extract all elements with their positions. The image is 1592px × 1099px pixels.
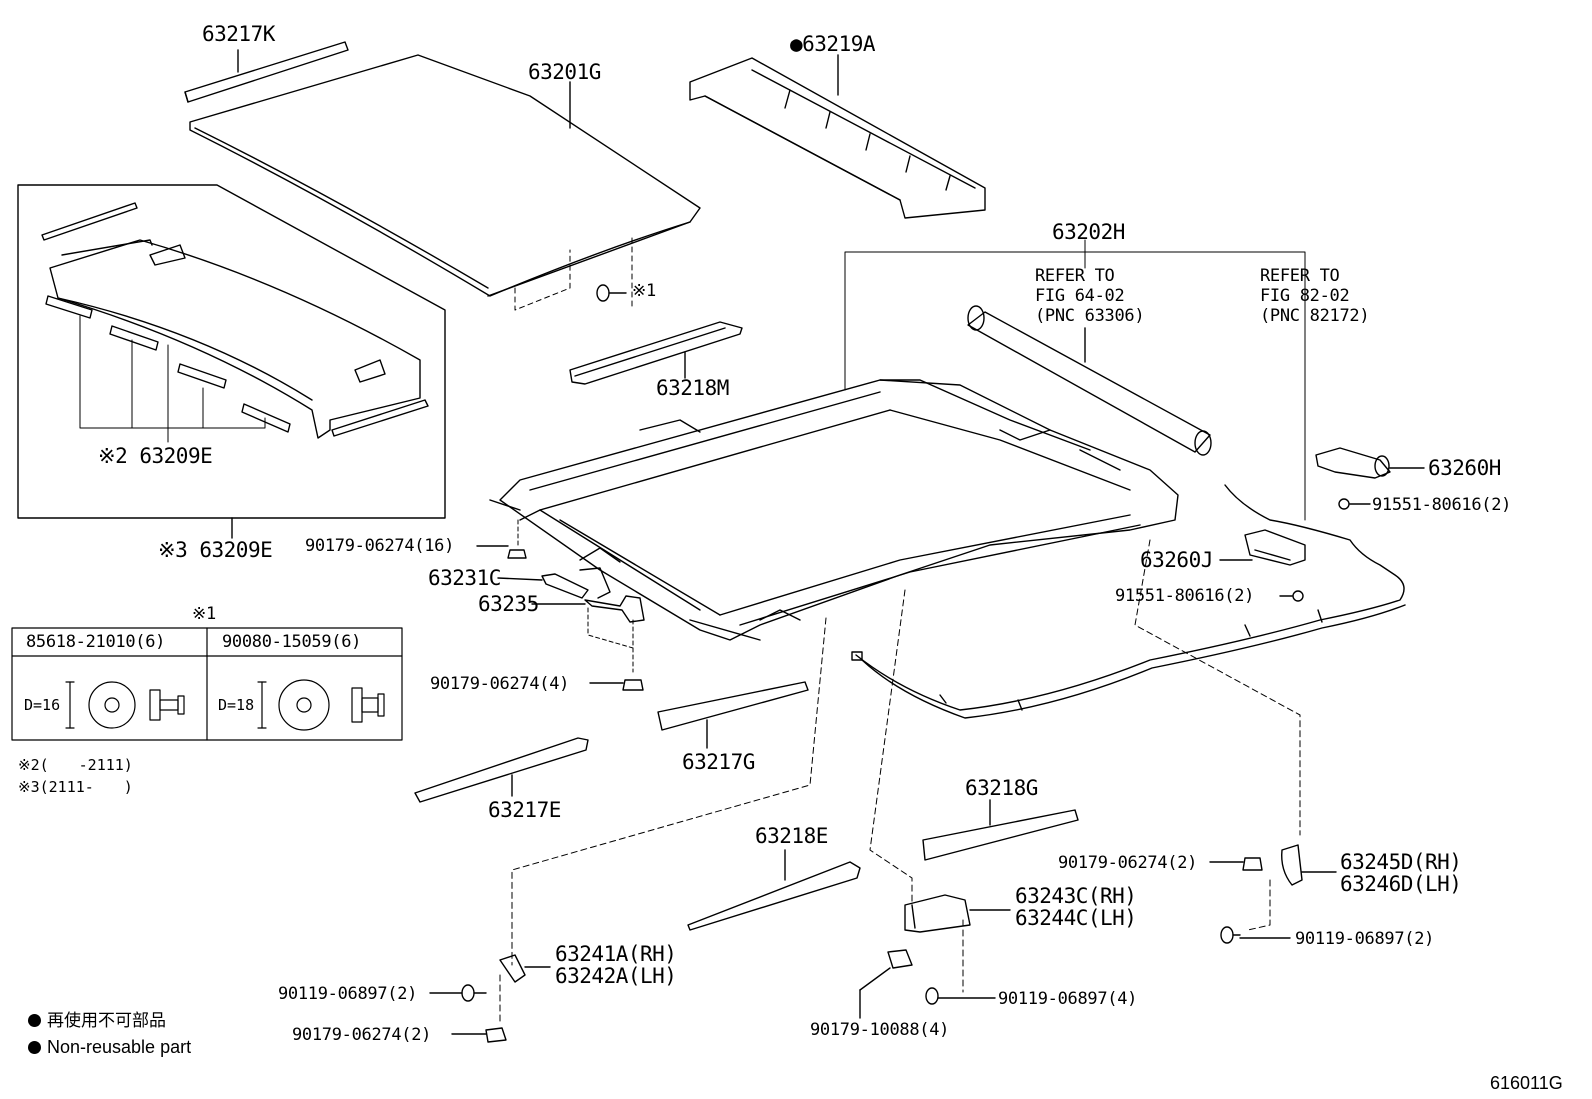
label-63217G: 63217G xyxy=(682,750,755,774)
label-mark1-roof: ※1 xyxy=(632,281,656,301)
nut-90179-06274-2a xyxy=(1209,857,1263,871)
part-63219A-cross-member xyxy=(689,54,986,219)
clip-2-drawing xyxy=(257,679,385,731)
label-90119-06897-2a: 90119-06897(2) xyxy=(1295,929,1435,949)
screw-91551-b xyxy=(1279,590,1304,602)
label-63218E: 63218E xyxy=(755,824,828,848)
label-refer1-line1: REFER TO xyxy=(1035,266,1115,286)
note-2: ※2( -2111) xyxy=(18,756,133,774)
clip-table-col2-header: 90080-15059(6) xyxy=(222,632,362,652)
label-63231C: 63231C xyxy=(428,566,501,590)
label-63243C: 63243C(RH) xyxy=(1015,884,1137,908)
label-refer2-line1: REFER TO xyxy=(1260,266,1340,286)
screw-91551-a xyxy=(1338,498,1371,510)
clip-table-title: ※1 xyxy=(192,604,216,624)
part-63217K-molding xyxy=(184,41,349,103)
label-63218M: 63218M xyxy=(656,376,729,400)
label-refer2-line2: FIG 82-02 xyxy=(1260,286,1350,306)
part-63245D-bracket xyxy=(1281,844,1337,886)
label-63260J: 63260J xyxy=(1140,548,1213,572)
legend-english: Non-reusable part xyxy=(28,1038,191,1056)
inset-leader-lines xyxy=(79,315,266,443)
part-63260J-motor xyxy=(1219,529,1306,566)
wire-harness xyxy=(851,484,1406,719)
nut-90179-10088 xyxy=(859,949,913,1019)
figure-id: 616011G xyxy=(1490,1073,1563,1093)
label-63260H: 63260H xyxy=(1428,456,1501,480)
label-63241A: 63241A(RH) xyxy=(555,942,677,966)
part-63218M-rail xyxy=(569,321,743,385)
clip-1-drawing xyxy=(65,681,185,729)
part-sunshade-roll xyxy=(967,305,1212,456)
label-90119-06897-4: 90119-06897(4) xyxy=(998,989,1138,1009)
part-63217E-molding xyxy=(414,737,589,803)
label-90179-06274-4: 90179-06274(4) xyxy=(430,674,570,694)
part-63218E-molding xyxy=(687,849,861,931)
legend-bullet-icon xyxy=(28,1014,41,1027)
screw-90119-06897-2a xyxy=(1220,926,1291,944)
screw-90119-06897-4 xyxy=(925,987,996,1005)
part-63241A-bracket xyxy=(499,954,551,983)
clip-bolt-icon xyxy=(596,284,627,302)
label-63209E-2: ※2 63209E xyxy=(98,444,213,468)
clip-table-col1-header: 85618-21010(6) xyxy=(26,632,166,652)
label-63202H: 63202H xyxy=(1052,220,1125,244)
legend-japanese: 再使用不可部品 xyxy=(28,1013,166,1030)
clip-table xyxy=(11,627,403,741)
label-refer2-line3: (PNC 82172) xyxy=(1260,306,1370,326)
label-91551-80616-a: 91551-80616(2) xyxy=(1372,495,1512,515)
nut-90179-06274-4 xyxy=(589,679,644,691)
frame-leader-bracket xyxy=(844,239,1306,521)
dashed-leaders xyxy=(499,539,1301,1026)
label-63244C: 63244C(LH) xyxy=(1015,906,1137,930)
part-63260H-motor xyxy=(1315,447,1425,479)
part-63231C-bracket xyxy=(497,567,611,599)
nut-90179-06274-2b xyxy=(451,1027,507,1043)
part-63218G-molding xyxy=(922,799,1079,861)
roof-dashed-leaders xyxy=(514,237,633,311)
label-63246D: 63246D(LH) xyxy=(1340,872,1462,896)
screw-90119-06897-2b xyxy=(429,984,487,1002)
nut-90179-06274-16 xyxy=(476,519,527,559)
label-63235: 63235 xyxy=(478,592,539,616)
label-90179-10088-4: 90179-10088(4) xyxy=(810,1020,950,1040)
label-90179-06274-2b: 90179-06274(2) xyxy=(292,1025,432,1045)
label-63209E-3: ※3 63209E xyxy=(158,538,273,562)
part-63201G-roof-panel xyxy=(189,54,701,297)
clip-table-col2-dim: D=18 xyxy=(218,696,255,714)
label-63217E: 63217E xyxy=(488,798,561,822)
label-63201G: 63201G xyxy=(528,60,601,84)
legend-bullet-icon xyxy=(28,1041,41,1054)
clip-table-col1-dim: D=16 xyxy=(24,696,61,714)
label-90119-06897-2b: 90119-06897(2) xyxy=(278,984,418,1004)
label-63217K: 63217K xyxy=(202,22,275,46)
part-63202H-sunroof-frame xyxy=(489,379,1179,641)
label-63218G: 63218G xyxy=(965,776,1038,800)
note-3: ※3(2111- ) xyxy=(18,778,133,796)
label-refer1-line3: (PNC 63306) xyxy=(1035,306,1145,326)
label-refer1-line2: FIG 64-02 xyxy=(1035,286,1125,306)
part-63209E-headlining xyxy=(41,202,429,439)
part-63217G-molding xyxy=(657,681,809,749)
label-63245D: 63245D(RH) xyxy=(1340,850,1462,874)
label-63219A: ●63219A xyxy=(790,32,876,56)
part-63243C-bracket xyxy=(904,894,1011,933)
legend-japanese-text: 再使用不可部品 xyxy=(47,1011,166,1031)
label-90179-06274-2a: 90179-06274(2) xyxy=(1058,853,1198,873)
legend-english-text: Non-reusable part xyxy=(47,1037,192,1057)
label-63242A: 63242A(LH) xyxy=(555,964,677,988)
inset-63209E-box xyxy=(17,184,446,539)
label-90179-06274-16: 90179-06274(16) xyxy=(305,536,455,556)
label-91551-80616-b: 91551-80616(2) xyxy=(1115,586,1255,606)
part-63235-bracket xyxy=(531,595,645,673)
